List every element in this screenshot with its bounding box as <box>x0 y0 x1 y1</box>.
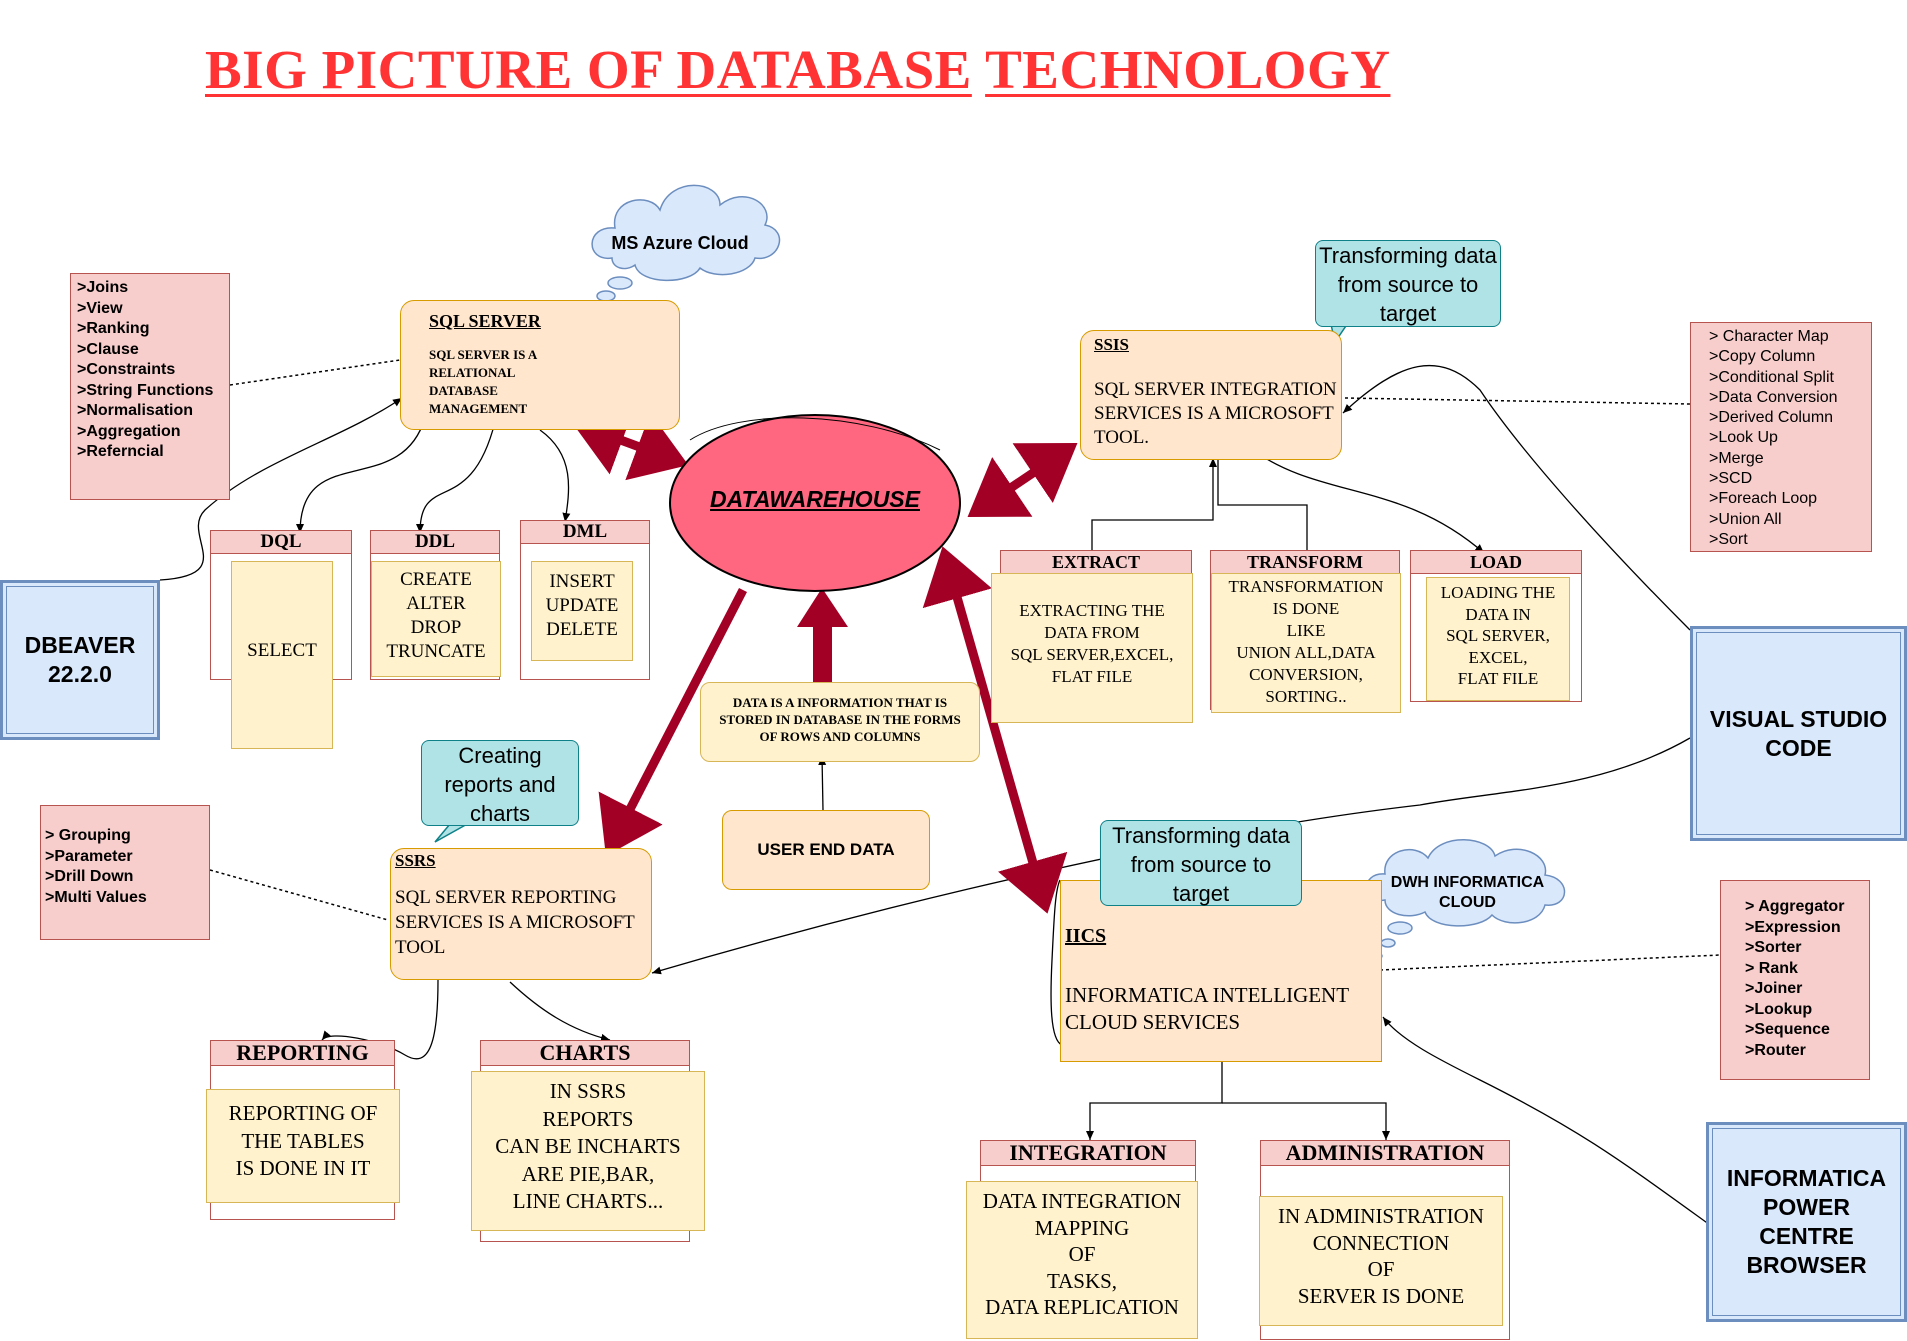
sql-server-card[interactable]: SQL SERVER SQL SERVER IS A RELATIONAL DA… <box>400 300 680 430</box>
informatica-power-centre-box[interactable]: INFORMATICA POWER CENTRE BROWSER <box>1706 1122 1907 1322</box>
reporting-header: REPORTING <box>211 1041 394 1066</box>
title-part-1: BIG PICTURE OF DATABASE <box>205 39 972 100</box>
integration-header: INTEGRATION <box>981 1141 1195 1166</box>
dwh-sql-arrow <box>571 406 689 481</box>
iics-desc: INFORMATICA INTELLIGENT CLOUD SERVICES <box>1065 983 1349 1034</box>
transform-box: TRANSFORM TRANSFORMATION IS DONE LIKE UN… <box>1210 550 1401 713</box>
ssis-to-load-arrow <box>1249 447 1485 554</box>
sql-to-dml-arrow <box>539 429 571 523</box>
ddl-header: DDL <box>371 531 499 554</box>
user-end-data-box[interactable]: USER END DATA <box>722 810 930 890</box>
ddl-box: DDL CREATE ALTER DROP TRUNCATE <box>370 530 501 680</box>
page-title: BIG PICTURE OF DATABASE TECHNOLOGY <box>205 38 1390 101</box>
dbeaver-to-sqlserver-arrow <box>159 397 403 581</box>
sql-to-ddl-arrow <box>416 421 496 534</box>
vscode-to-ssis-arrow <box>1342 364 1691 631</box>
dml-header: DML <box>521 521 649 544</box>
ssis-features-list: > Character Map >Copy Column >Conditiona… <box>1690 322 1872 552</box>
datawarehouse-ellipse <box>669 414 961 592</box>
dql-body: SELECT <box>231 561 333 749</box>
user-data-arrow <box>818 755 827 811</box>
dwh-iics-arrow <box>922 546 1068 914</box>
load-header: LOAD <box>1411 551 1581 574</box>
dotted-connector <box>1344 397 1691 405</box>
administration-body: IN ADMINISTRATION CONNECTION OF SERVER I… <box>1259 1196 1503 1326</box>
load-body: LOADING THE DATA IN SQL SERVER, EXCEL, F… <box>1426 577 1570 701</box>
sql-features-list: >Joins >View >Ranking >Clause >Constrain… <box>70 273 230 500</box>
transform-to-ssis-line <box>1217 458 1308 555</box>
integration-body: DATA INTEGRATION MAPPING OF TASKS, DATA … <box>966 1181 1198 1339</box>
extract-to-ssis-line <box>1091 458 1217 555</box>
visual-studio-code-box[interactable]: VISUAL STUDIO CODE <box>1690 626 1907 841</box>
dbeaver-box[interactable]: DBEAVER 22.2.0 <box>0 580 160 740</box>
ssis-card[interactable]: SSIS SQL SERVER INTEGRATION SERVICES IS … <box>1080 330 1342 460</box>
ssrs-title: SSRS <box>395 851 436 870</box>
extract-header: EXTRACT <box>1001 551 1191 574</box>
ssrs-desc: SQL SERVER REPORTING SERVICES IS A MICRO… <box>395 887 635 958</box>
reporting-box: REPORTING REPORTING OF THE TABLES IS DON… <box>206 1040 400 1220</box>
dwh-informatica-cloud-label: DWH INFORMATICA CLOUD <box>1390 874 1545 911</box>
iics-features-list: > Aggregator >Expression >Sorter > Rank … <box>1720 880 1870 1080</box>
ssrs-card[interactable]: SSRS SQL SERVER REPORTING SERVICES IS A … <box>390 848 652 980</box>
data-up-arrow <box>797 588 848 682</box>
charts-header: CHARTS <box>481 1041 689 1066</box>
ms-azure-cloud-label: MS Azure Cloud <box>611 233 749 253</box>
ssrs-callout: Creating reports and charts <box>421 740 579 826</box>
ssrs-to-charts-arrow <box>509 981 611 1042</box>
transform-header: TRANSFORM <box>1211 551 1399 574</box>
dotted-connector <box>229 359 401 386</box>
ssis-desc: SQL SERVER INTEGRATION SERVICES IS A MIC… <box>1094 379 1337 448</box>
administration-header: ADMINISTRATION <box>1261 1141 1509 1166</box>
ssis-callout: Transforming data from source to target <box>1315 240 1501 327</box>
extract-body: EXTRACTING THE DATA FROM SQL SERVER,EXCE… <box>991 573 1193 723</box>
ssrs-to-reporting-arrow <box>321 979 439 1060</box>
iics-card[interactable]: IICS INFORMATICA INTELLIGENT CLOUD SERVI… <box>1060 880 1382 1062</box>
informatica-to-iics-arrow <box>1382 1016 1711 1226</box>
load-box: LOAD LOADING THE DATA IN SQL SERVER, EXC… <box>1410 550 1582 702</box>
iics-to-integration-line <box>1086 1062 1223 1140</box>
title-part-2: TECHNOLOGY <box>985 39 1391 100</box>
dwh-ssrs-arrow <box>598 587 747 856</box>
ellipse-sketch-stroke <box>689 417 941 451</box>
iics-to-administration-line <box>1222 1102 1390 1140</box>
charts-box: CHARTS IN SSRS REPORTS CAN BE INCHARTS A… <box>471 1040 705 1242</box>
transform-body: TRANSFORMATION IS DONE LIKE UNION ALL,DA… <box>1211 573 1401 713</box>
extract-box: EXTRACT EXTRACTING THE DATA FROM SQL SER… <box>991 550 1193 723</box>
administration-box: ADMINISTRATION IN ADMINISTRATION CONNECT… <box>1259 1140 1510 1340</box>
integration-box: INTEGRATION DATA INTEGRATION MAPPING OF … <box>966 1140 1198 1339</box>
dwh-ssis-arrow <box>967 442 1078 518</box>
data-definition-box: DATA IS A INFORMATION THAT IS STORED IN … <box>700 682 980 762</box>
charts-body: IN SSRS REPORTS CAN BE INCHARTS ARE PIE,… <box>471 1071 705 1231</box>
ssrs-features-list: > Grouping >Parameter >Drill Down >Multi… <box>40 805 210 940</box>
dotted-connector <box>209 869 389 921</box>
dql-box: DQL SELECT <box>210 530 352 749</box>
ssis-title: SSIS <box>1094 335 1129 354</box>
sql-to-dql-arrow <box>296 417 426 534</box>
iics-callout: Transforming data from source to target <box>1100 820 1302 906</box>
dml-box: DML INSERT UPDATE DELETE <box>520 520 650 680</box>
sql-server-title: SQL SERVER <box>429 311 541 331</box>
sql-server-desc: SQL SERVER IS A RELATIONAL DATABASE MANA… <box>429 347 537 416</box>
reporting-body: REPORTING OF THE TABLES IS DONE IN IT <box>206 1089 400 1203</box>
dql-header: DQL <box>211 531 351 554</box>
iics-title: IICS <box>1065 925 1107 947</box>
ddl-body: CREATE ALTER DROP TRUNCATE <box>371 561 501 677</box>
dotted-connector <box>1379 954 1721 971</box>
dml-body: INSERT UPDATE DELETE <box>531 561 633 661</box>
datawarehouse-label: DATAWAREHOUSE <box>710 486 920 512</box>
